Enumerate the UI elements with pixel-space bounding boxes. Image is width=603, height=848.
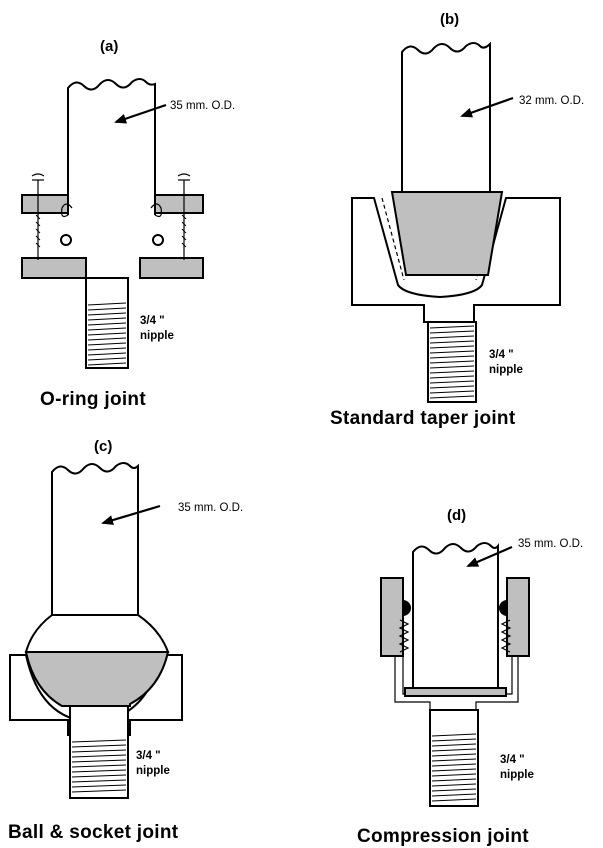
panel-c-letter: (c) [94, 438, 112, 455]
panel-c-od-label: 35 mm. O.D. [178, 502, 243, 514]
panel-a-od-label: 35 mm. O.D. [170, 100, 235, 112]
panel-a-nipple-label-2: nipple [140, 330, 174, 342]
panel-d-nipple-label-2: nipple [500, 769, 534, 781]
panel-d-o-ring-right [499, 600, 507, 616]
panel-d-spring-left [398, 619, 410, 653]
panel-a-od-arrow [114, 103, 167, 124]
panel-a-o-ring-joint: (a) [21, 38, 235, 410]
panel-b-od-arrow [460, 96, 514, 118]
panel-d-nipple-threads [431, 733, 477, 802]
panel-d-spring-right [500, 619, 512, 653]
panel-a-tube-lip-left [61, 203, 73, 218]
panel-d-tube [412, 542, 499, 689]
panel-a-letter: (a) [100, 38, 118, 55]
panel-c-ball-top [24, 614, 170, 653]
panel-a-caption: O-ring joint [40, 389, 146, 410]
panel-a-lower-flange-right [139, 257, 204, 279]
panel-a-bolt-right [177, 173, 191, 260]
panel-d-nipple-label-1: 3/4 " [500, 754, 525, 766]
panel-a-upper-flange-left [21, 194, 71, 214]
panel-b-caption: Standard taper joint [330, 408, 516, 429]
panel-d-nut-left [380, 577, 404, 657]
panel-d-letter: (d) [447, 507, 466, 524]
panel-a-bolt-left [31, 173, 45, 260]
panel-b-nipple-label-2: nipple [489, 364, 523, 376]
panel-b-socket [351, 197, 561, 323]
panel-b-taper-cone [390, 191, 504, 276]
panel-d-o-ring-left [403, 600, 411, 616]
panel-b-od-label: 32 mm. O.D. [519, 95, 584, 107]
panel-b-nipple-threads [429, 325, 475, 399]
panel-c-ball-socket-joint: (c) 35 mm. O.D. 3/4 " nipple Ball & [8, 438, 243, 843]
panel-a-nipple-label-1: 3/4 " [140, 315, 165, 327]
panel-b-nipple-label-1: 3/4 " [489, 349, 514, 361]
panel-d-compression-joint: (d) [357, 507, 583, 847]
panel-d-nut-right [506, 577, 530, 657]
panel-c-ball-bottom [24, 651, 170, 707]
panel-c-nipple-label-1: 3/4 " [136, 750, 161, 762]
panel-a-tube-lip-right [150, 203, 162, 218]
panel-c-od-arrow [101, 504, 161, 525]
panel-a-o-ring-left [60, 234, 72, 246]
panel-b-tube [401, 41, 491, 192]
panel-b-standard-taper-joint: (b) 32 mm. [330, 11, 584, 429]
panel-a-upper-flange-right [154, 194, 204, 214]
panel-b-letter: (b) [440, 11, 459, 28]
panel-d-od-label: 35 mm. O.D. [518, 538, 583, 550]
panel-d-ferrule-base [404, 687, 507, 697]
panel-a-o-ring-right [152, 234, 164, 246]
panel-a-tube [67, 78, 156, 215]
panel-d-caption: Compression joint [357, 826, 529, 847]
panel-d-nipple [429, 709, 479, 807]
panel-d-od-arrow [466, 545, 513, 568]
panel-c-nipple-threads [71, 739, 127, 793]
panel-c-caption: Ball & socket joint [8, 822, 179, 843]
panel-a-lower-flange-left [21, 257, 87, 279]
panel-a-nipple-threads [87, 302, 127, 366]
panel-c-tube [51, 462, 139, 615]
panel-c-nipple-label-2: nipple [136, 765, 170, 777]
panel-b-taper-dashed-left [381, 197, 405, 281]
